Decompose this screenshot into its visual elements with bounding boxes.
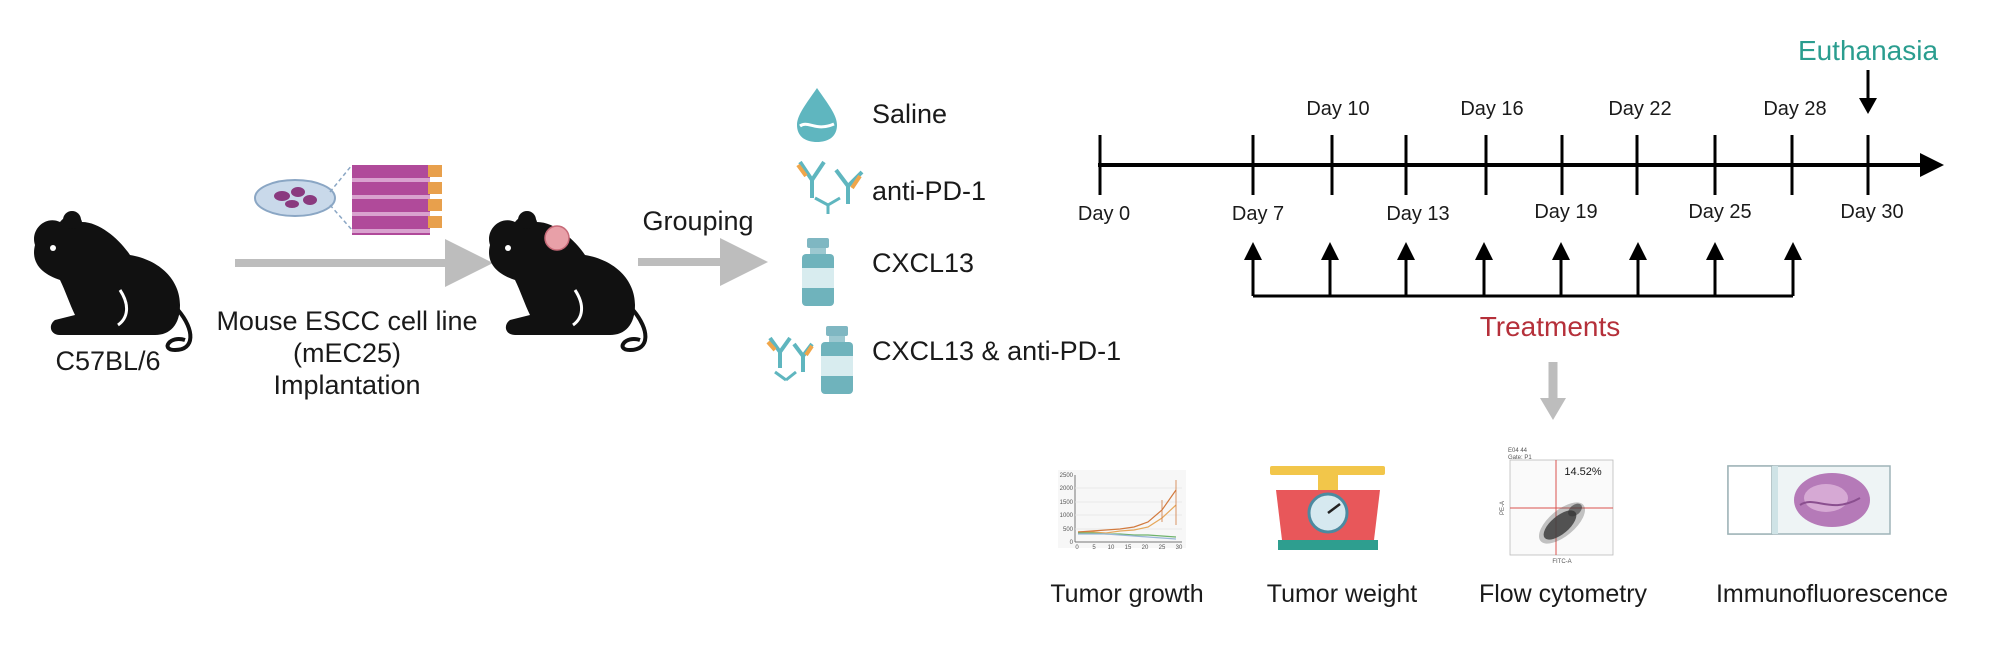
day-label-16: Day 16 [1460, 98, 1523, 120]
euthanasia-label: Euthanasia [1798, 35, 1939, 66]
tumor-mouse-icon [489, 211, 648, 353]
cell-line-label-3: Implantation [273, 370, 420, 400]
growth-xtick-20: 20 [1142, 545, 1149, 551]
strain-label: C57BL/6 [55, 346, 160, 376]
flow-plot-icon [1509, 459, 1614, 556]
day-label-19: Day 19 [1534, 201, 1597, 223]
growth-xtick-0: 0 [1075, 545, 1079, 551]
group-label-cxcl13: CXCL13 [872, 248, 974, 278]
flow-x-axis-label: FITC-A [1552, 559, 1571, 565]
analysis-label-flow: Flow cytometry [1479, 580, 1648, 608]
day-label-7: Day 7 [1232, 203, 1284, 225]
day-label-13: Day 13 [1386, 203, 1449, 225]
day-label-28: Day 28 [1763, 98, 1826, 120]
antibody-icon [796, 160, 864, 214]
growth-ytick-1000: 1000 [1060, 513, 1074, 519]
scale-icon [1270, 466, 1385, 550]
petri-dish-icon [254, 164, 353, 231]
flow-percent-label: 14.52% [1564, 466, 1602, 478]
growth-xtick-5: 5 [1092, 545, 1096, 551]
group-label-anti-pd1: anti-PD-1 [872, 176, 986, 206]
group-label-combo: CXCL13 & anti-PD-1 [872, 336, 1121, 366]
growth-ytick-500: 500 [1063, 527, 1074, 533]
analysis-label-tumor-weight: Tumor weight [1267, 580, 1418, 608]
growth-ytick-2000: 2000 [1060, 486, 1074, 492]
timeline [1098, 135, 1944, 195]
flow-plot-header-1: E04 44 [1508, 448, 1528, 454]
growth-ytick-0: 0 [1070, 540, 1074, 546]
growth-xtick-25: 25 [1159, 545, 1166, 551]
growth-ytick-2500: 2500 [1060, 473, 1074, 479]
group-label-saline: Saline [872, 99, 947, 129]
growth-xtick-15: 15 [1125, 545, 1132, 551]
day-label-10: Day 10 [1306, 98, 1369, 120]
growth-chart-icon [1058, 470, 1186, 548]
vial-icon [802, 238, 834, 306]
grouping-label: Grouping [642, 206, 753, 236]
analysis-label-tumor-growth: Tumor growth [1050, 580, 1203, 608]
culture-flask-stack-icon [352, 165, 442, 235]
day-label-0: Day 0 [1078, 203, 1130, 225]
growth-xtick-10: 10 [1108, 545, 1115, 551]
flow-plot-header-2: Gate: P1 [1508, 455, 1532, 461]
day-label-25: Day 25 [1688, 201, 1751, 223]
growth-xtick-30: 30 [1176, 545, 1183, 551]
analysis-arrow [1540, 362, 1566, 420]
treatment-schedule [1244, 242, 1802, 298]
antibody-vial-icon [766, 326, 853, 394]
cell-line-label-2: (mEC25) [293, 338, 401, 368]
mouse-icon [34, 211, 193, 353]
euthanasia-arrow [1859, 70, 1877, 114]
water-drop-icon [797, 88, 837, 142]
growth-ytick-1500: 1500 [1060, 500, 1074, 506]
flow-y-axis-label: PE-A [1500, 501, 1506, 515]
cell-line-label-1: Mouse ESCC cell line [216, 306, 477, 336]
treatments-label: Treatments [1480, 311, 1621, 342]
day-label-22: Day 22 [1608, 98, 1671, 120]
day-label-30: Day 30 [1840, 201, 1903, 223]
tissue-slide-icon [1727, 465, 1891, 535]
analysis-label-if: Immunofluorescence [1716, 580, 1948, 608]
